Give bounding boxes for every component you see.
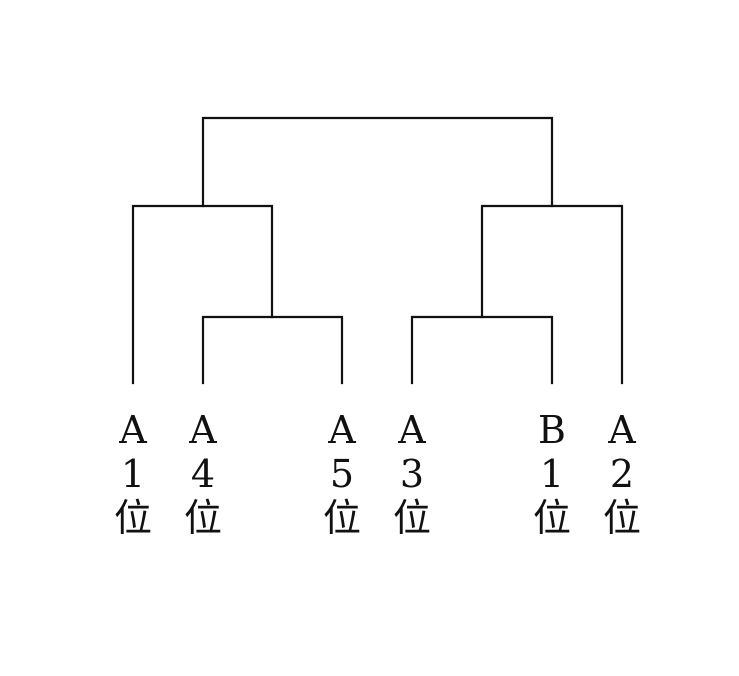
entrant-suffix: 位 (184, 496, 222, 540)
entrant-rank: 3 (400, 452, 424, 496)
bracket-left-first-round-connector (201, 315, 344, 385)
entrant-group: A (607, 408, 636, 452)
entrant-suffix: 位 (533, 496, 571, 540)
entrant-rank: 1 (121, 452, 145, 496)
entrant-label-4: A 3 位 (393, 408, 431, 540)
entrant-rank: 1 (540, 452, 564, 496)
bracket-right-semifinal-connector (480, 204, 624, 385)
entrant-suffix: 位 (323, 496, 361, 540)
entrant-group: A (327, 408, 356, 452)
bracket-right-first-round-connector (410, 315, 554, 385)
entrant-label-3: A 5 位 (323, 408, 361, 540)
entrant-suffix: 位 (114, 496, 152, 540)
entrant-label-2: A 4 位 (184, 408, 222, 540)
entrant-group: A (188, 408, 217, 452)
entrant-label-1: A 1 位 (114, 408, 152, 540)
bracket-left-semifinal-connector (131, 204, 274, 385)
entrant-group: A (397, 408, 426, 452)
entrant-suffix: 位 (393, 496, 431, 540)
entrant-group: B (538, 408, 566, 452)
entrant-label-6: A 2 位 (603, 408, 641, 540)
entrant-rank: 4 (191, 452, 215, 496)
entrant-rank: 5 (330, 452, 354, 496)
bracket-final-connector (201, 116, 554, 208)
entrant-label-5: B 1 位 (533, 408, 571, 540)
entrant-group: A (118, 408, 147, 452)
entrant-rank: 2 (610, 452, 634, 496)
entrant-suffix: 位 (603, 496, 641, 540)
